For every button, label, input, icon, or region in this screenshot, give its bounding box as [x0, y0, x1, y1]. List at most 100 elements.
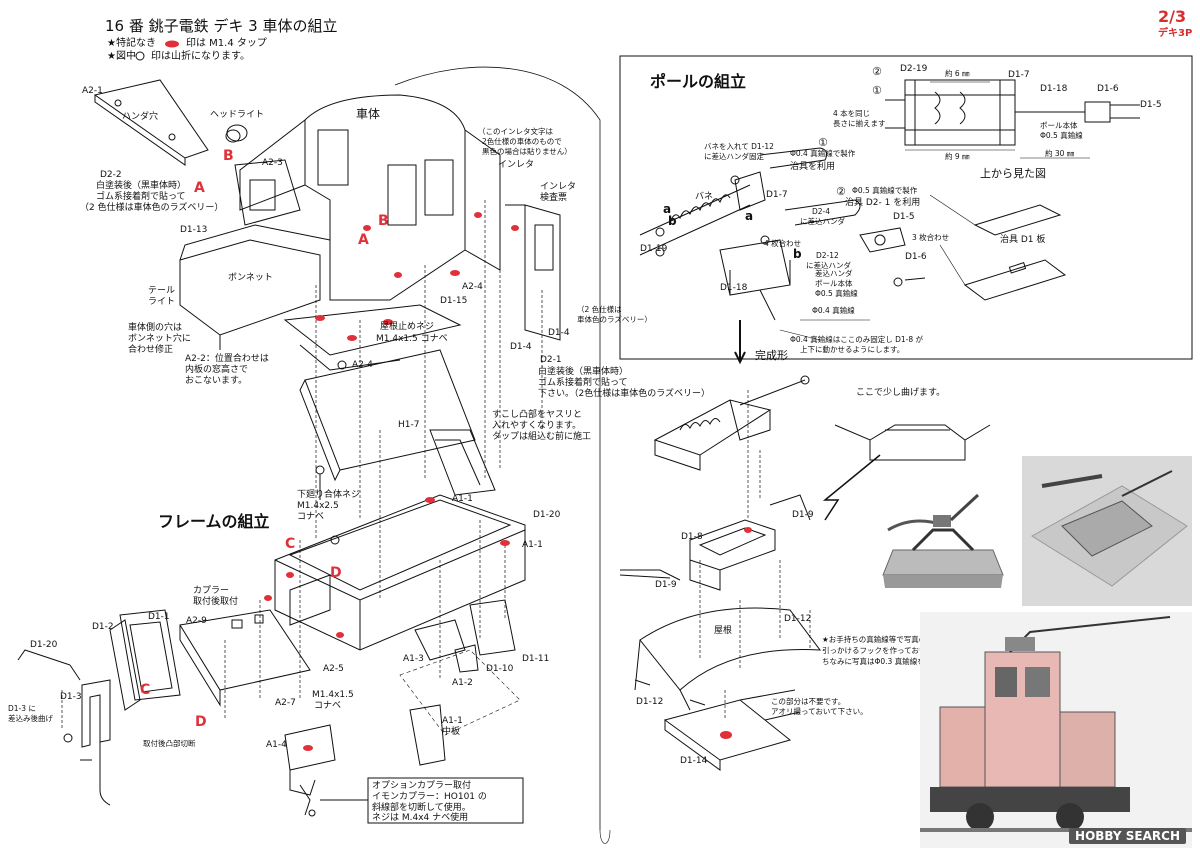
locomotive-photo: HOBBY SEARCH [920, 612, 1192, 848]
pole-d1-19: D1-19 [640, 244, 668, 254]
right-d1-12-b: D1-12 [636, 697, 664, 707]
option-coupler-4: ネジは M.4x4 ナベ使用 [372, 813, 469, 823]
file-note-1: すこし凸部をヤスリと [492, 410, 583, 420]
d2-1-text-1: 白塗装後（黒車体時） [538, 367, 629, 377]
label-inlet-2: インレタ [540, 182, 577, 192]
label-a2-4: A2-4 [462, 282, 483, 292]
label-a2-4-b: A2-4 [352, 360, 373, 370]
d2-1-text-2: ゴム系接着剤で貼って [538, 378, 628, 388]
pole-d1-5-b: D1-5 [893, 212, 915, 222]
page-subtitle: デキ3P [1158, 28, 1193, 39]
page-number: 2/3 [1158, 7, 1187, 26]
pole-fix-2: 上下に動かせるようにします。 [800, 345, 905, 354]
pole-d2-4-b: に差込ハンダ [800, 217, 845, 226]
right-d1-8: D1-8 [681, 532, 703, 542]
d1-3-text-2: 差込み後曲げ [8, 714, 53, 723]
pole-d2-12-b: に差込ハンダ [806, 261, 851, 270]
marker-a-2: A [358, 232, 369, 248]
pole-circle-2: ② [836, 185, 846, 198]
lower-screw-1: 下廻り合体ネジ [297, 490, 361, 500]
pole-d1-6-a: D1-6 [1097, 84, 1119, 94]
label-a1-3: A1-3 [403, 654, 424, 664]
pole-wire04-1: Φ0.4 真鍮線で製作 [790, 149, 856, 158]
marker-d-2: D [195, 714, 207, 730]
pole-yaku6: 約 6 ㎜ [945, 69, 970, 78]
roof-screw-1: 屋根止めネジ [380, 322, 435, 332]
pole-d1-5-a: D1-5 [1140, 100, 1162, 110]
marker-d-1: D [330, 565, 342, 581]
label-d1-20-a: D1-20 [533, 510, 561, 520]
label-d2-2: D2-2 [100, 170, 122, 180]
right-d1-9-a: D1-9 [792, 510, 814, 520]
label-a2-9: A2-9 [186, 616, 207, 626]
label-d1-13: D1-13 [180, 225, 208, 235]
label-d2-2-text3: （2 色仕様は車体色のラズベリー） [80, 203, 224, 213]
marker-b-2: B [378, 213, 389, 229]
file-note-2: 入れやすくなります。 [492, 421, 582, 431]
pole-diff-2: ポール本体 [815, 279, 853, 288]
label-a2-7: A2-7 [275, 698, 296, 708]
frame-section-title: フレームの組立 [158, 512, 270, 531]
pole-d2-12-a: D2-12 [816, 251, 839, 260]
label-tail: テール [148, 286, 176, 296]
label-d1-2: D1-2 [92, 622, 114, 632]
d2-1-text-3: 下さい。（2色仕様は車体色のラズベリー） [538, 389, 711, 399]
label-headlight: ヘッドライト [210, 110, 265, 120]
pole-four-1: 4 本を同じ [833, 109, 871, 118]
bend-note: ここで少し曲げます。 [856, 388, 946, 398]
label-a2-5: A2-5 [323, 664, 344, 674]
label-d2-2-text2: ゴム系接着剤で貼って [96, 192, 186, 202]
pole-a-1: a [663, 202, 672, 216]
pole-d2-19: D2-19 [900, 64, 928, 74]
label-h1-7: H1-7 [398, 420, 420, 430]
pole-fix-1: Φ0.4 真鍮線はここのみ固定し D1-8 が [790, 335, 924, 344]
label-d1-4-a: D1-4 [548, 328, 570, 338]
pole-w04: Φ0.4 真鍮線 [812, 306, 855, 315]
pole-d1-18-b: D1-18 [720, 283, 748, 293]
label-bonnet: ボンネット [228, 273, 273, 283]
lower-screw-3: コナベ [297, 512, 325, 522]
pole-diff-3: Φ0.5 真鍮線 [815, 289, 858, 298]
label-a2-3: A2-3 [262, 158, 283, 168]
pole-photo-2 [1022, 456, 1192, 606]
photo-note-1: ★お手持ちの真鍮線等で写真の様にポールを [822, 635, 972, 644]
label-a1-4: A1-4 [266, 740, 287, 750]
a2-2-text-2: 内板の窓高さで [185, 365, 249, 375]
pole-top-view: 上から見た図 [980, 167, 1046, 180]
pole-d1-7-b: D1-7 [766, 190, 788, 200]
pole-jig: 治具 D1 板 [1000, 235, 1046, 245]
label-d1-15: D1-15 [440, 296, 468, 306]
pole-d1-7-a: D1-7 [1008, 70, 1030, 80]
photo-note-2: 引っかけるフックを作っておいて下さい。 [822, 646, 964, 655]
pole-a-2: a [745, 209, 754, 223]
inlet-note-2: 2色仕様の車体のもので [482, 137, 562, 146]
pole-circle-1-top: ① [872, 84, 882, 97]
label-d1-20-b: D1-20 [30, 640, 58, 650]
label-inspection: 検査票 [540, 193, 568, 203]
label-a1-1-b: A1-1 [522, 540, 543, 550]
pole-yaku9: 約 9 ㎜ [945, 152, 970, 161]
pole-d1-18-a: D1-18 [1040, 84, 1068, 94]
label-handa-ana: ハンダ穴 [122, 112, 159, 122]
label-d2-2-text1: 白塗装後（黒車体時） [96, 181, 187, 191]
pole-yaku30: 約 30 ㎜ [1045, 149, 1075, 158]
watermark: HOBBY SEARCH [1069, 828, 1186, 844]
label-d2-1: D2-1 [540, 355, 562, 365]
inlet-note-3: 黒色の場合は貼りません） [482, 147, 572, 156]
side-hole-2: ボンネット穴に [128, 334, 191, 344]
pole-diff-1: 差込ハンダ [815, 269, 853, 278]
pole-done: 完成形 [755, 349, 788, 362]
marker-c-1: C [285, 536, 296, 552]
option-coupler-2: イモンカプラー：HO101 の [372, 792, 487, 802]
file-note-3: タップは組込む前に施工 [492, 432, 592, 442]
roof-screw-2: M1.4x1.5 コナベ [376, 334, 448, 344]
pole-body-1: ポール本体 [1040, 121, 1078, 130]
marker-b-1: B [223, 148, 234, 164]
a2-2-text-1: A2-2：位置合わせは [185, 354, 269, 364]
pole-wire05-2: 治具 D2- 1 を利用 [845, 198, 921, 208]
label-d1-11: D1-11 [522, 654, 550, 664]
side-hole-3: 合わせ修正 [128, 345, 174, 355]
page-title: 16 番 銚子電鉄 デキ 3 車体の組立 [105, 17, 338, 35]
cut-note: 取付後凸部切断 [143, 739, 196, 748]
